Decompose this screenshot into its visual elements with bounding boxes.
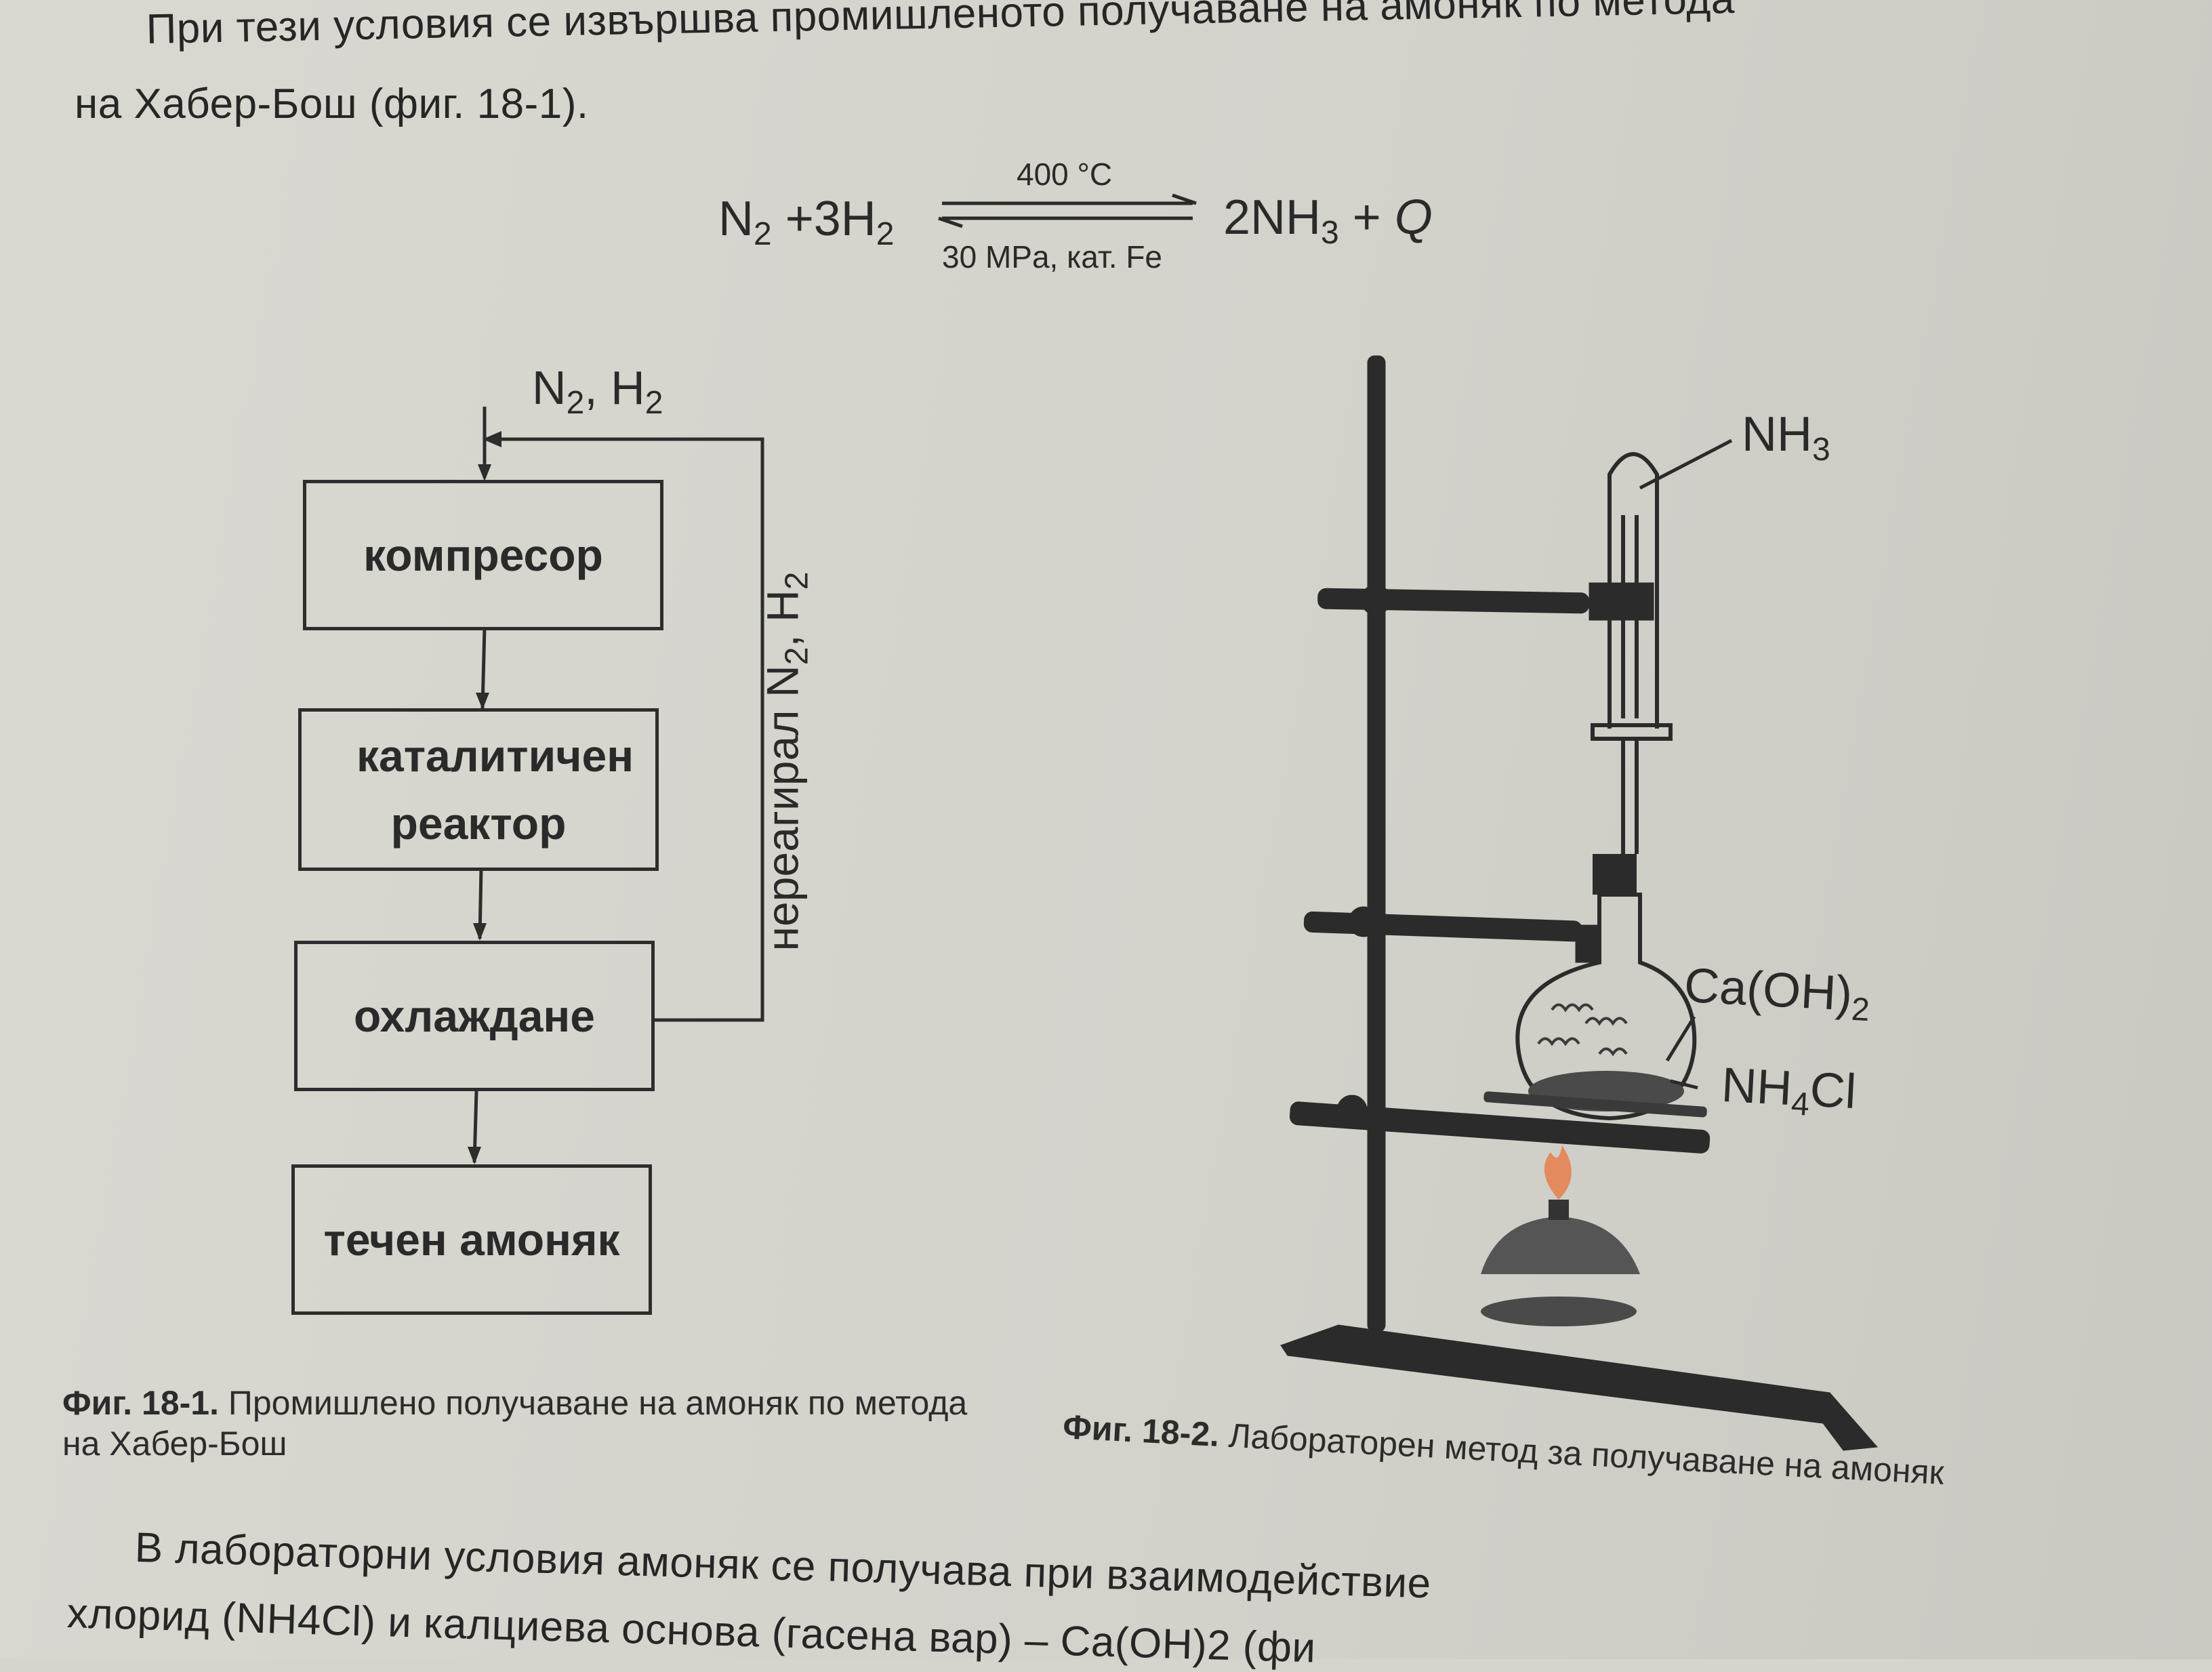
equilibrium-arrows-icon bbox=[938, 193, 1197, 228]
label-caoh2: Ca(OH)2 bbox=[1683, 958, 1870, 1029]
box-catalytic-reactor: каталитичен реактор bbox=[298, 708, 659, 871]
box-cooling: охлаждане bbox=[294, 941, 655, 1091]
powder-squiggles-icon bbox=[1537, 1003, 1628, 1057]
caption-fig-18-1: Фиг. 18-1. Промишлено получаване на амон… bbox=[62, 1384, 968, 1463]
recycle-label: нереагирал N2, H2 bbox=[757, 571, 815, 952]
equation-products: 2NH3 + Q bbox=[1223, 190, 1433, 251]
flowchart-input-label: N2, H2 bbox=[532, 361, 663, 421]
equation-condition-top: 400 °C bbox=[1017, 157, 1113, 192]
heating-plate-icon bbox=[1483, 1091, 1707, 1118]
equation-reactants: N2 +3H2 bbox=[718, 192, 895, 252]
box-compressor: компресор bbox=[303, 480, 663, 630]
flowchart-arrowheads bbox=[468, 431, 501, 1164]
test-tube-icon bbox=[1591, 452, 1673, 854]
label-leaders bbox=[1639, 439, 1733, 1090]
box-liquid-ammonia: течен амоняк bbox=[291, 1164, 652, 1315]
label-nh4cl: NH4Cl bbox=[1720, 1057, 1858, 1123]
flask-icon bbox=[1515, 893, 1697, 1121]
paragraph-top-line2: на Хабер-Бош (фиг. 18-1). bbox=[75, 81, 589, 127]
label-nh3: NH3 bbox=[1742, 407, 1830, 468]
equation-condition-bottom: 30 MPa, кат. Fe bbox=[942, 239, 1163, 274]
burner-icon bbox=[1481, 1200, 1640, 1326]
flame-icon bbox=[1544, 1145, 1572, 1200]
retort-stand-icon bbox=[1280, 355, 1879, 1451]
stopper-icon bbox=[1593, 854, 1637, 895]
